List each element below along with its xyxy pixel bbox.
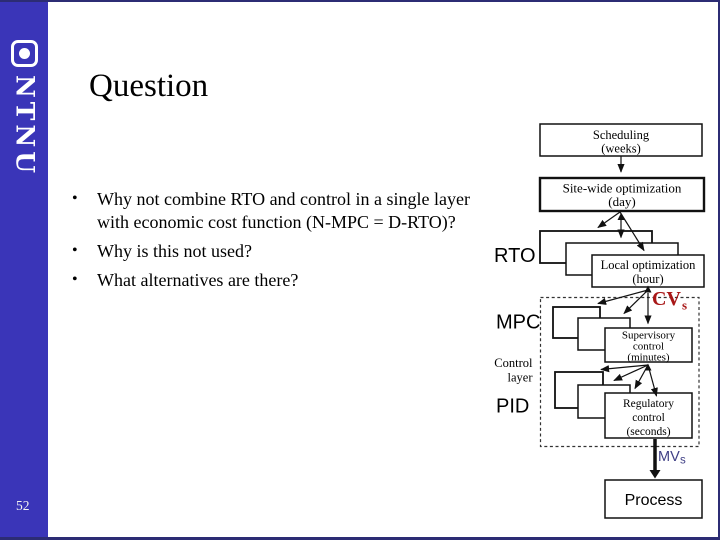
up-arrowhead-icon: [644, 363, 652, 371]
pid-label: PID: [496, 396, 529, 418]
slide-title: Question: [89, 68, 209, 104]
process-label: Process: [625, 492, 683, 509]
mv-arrowhead-icon: [649, 470, 661, 479]
control-layer-label2: layer: [508, 371, 534, 385]
regulatory-control-stack: Regulatory control (seconds): [554, 371, 693, 439]
supervisory-control-box: [604, 327, 693, 363]
list-item: • Why is this not used?: [70, 240, 476, 263]
cv-signal-label: CV: [652, 288, 681, 310]
flow-arrows: [597, 156, 661, 479]
bullet-text: Why not combine RTO and control in a sin…: [97, 189, 470, 232]
scheduling-period: (weeks): [601, 142, 641, 156]
sitewide-period: (day): [608, 194, 635, 209]
supervisory-control-stack: Supervisory control (minutes): [552, 306, 693, 364]
control-layer-label: Control: [494, 356, 533, 370]
sitewide-optimization-box: Site-wide optimization (day): [538, 176, 706, 213]
bullet-icon: •: [72, 190, 78, 207]
scheduling-box: Scheduling (weeks): [539, 123, 703, 157]
regulatory-label2: control: [632, 412, 665, 424]
supervisory-label2: control: [633, 341, 664, 353]
ntnu-sidebar: NTNU 52: [0, 2, 48, 537]
scheduling-label: Scheduling: [593, 128, 650, 142]
local-label: Local optimization: [601, 258, 697, 272]
ntnu-logo-circle-icon: [19, 48, 30, 59]
mv-signal-subscript: s: [680, 455, 686, 467]
mv-signal-label: MV: [658, 449, 680, 465]
up-arrowhead-icon: [644, 285, 652, 293]
supervisory-label: Supervisory: [622, 330, 676, 342]
rto-label: RTO: [494, 245, 536, 267]
cv-signal-subscript: s: [682, 298, 687, 313]
control-hierarchy-diagram: Scheduling (weeks) Site-wide optimizatio…: [494, 123, 706, 519]
slide-border-bottom: [0, 537, 720, 540]
page-number: 52: [16, 498, 30, 513]
bullet-list: • Why not combine RTO and control in a s…: [70, 188, 476, 298]
process-box: Process: [604, 479, 703, 519]
ntnu-logo-icon: [11, 40, 38, 67]
sitewide-label: Site-wide optimization: [563, 181, 682, 196]
list-item: • What alternatives are there?: [70, 269, 476, 292]
slide-border-top: [0, 0, 720, 2]
local-optimization-stack: Local optimization (hour): [539, 230, 705, 288]
bullet-icon: •: [72, 242, 78, 259]
bullet-icon: •: [72, 271, 78, 288]
list-item: • Why not combine RTO and control in a s…: [70, 188, 476, 234]
regulatory-control-box: [604, 392, 693, 439]
slide-border-right: [718, 0, 720, 540]
supervisory-period: (minutes): [627, 352, 669, 364]
local-period: (hour): [632, 272, 663, 286]
mpc-label: MPC: [496, 312, 540, 334]
up-arrowhead-icon: [617, 213, 625, 220]
bullet-text: Why is this not used?: [97, 241, 252, 261]
ntnu-logo-text: NTNU: [10, 74, 40, 178]
regulatory-label: Regulatory: [623, 398, 674, 410]
bullet-text: What alternatives are there?: [97, 270, 299, 290]
regulatory-period: (seconds): [626, 426, 670, 438]
